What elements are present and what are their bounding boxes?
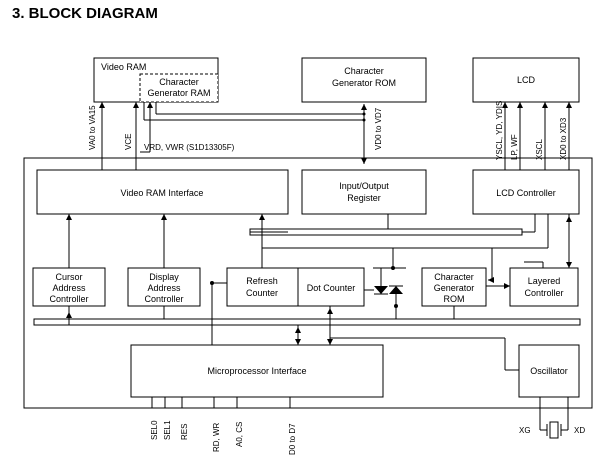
video-ram-block: Video RAM Character Generator RAM [93, 57, 219, 103]
sig-vrd-vwr: VRD, VWR (S1D13305F) [144, 143, 235, 152]
layered-controller-block: Layered Controller [509, 267, 579, 307]
cg-rom-int-label-2: Generator [434, 283, 475, 293]
sig-rd-wr: RD, WR [212, 422, 221, 452]
sig-xscl: XSCL [535, 139, 544, 160]
io-register-block: Input/Output Register [301, 169, 427, 215]
display-address-controller-block: Display Address Controller [127, 267, 201, 307]
character-generator-rom-internal: Character Generator ROM [421, 267, 487, 307]
sig-yscl: YSCL, YD, YDIS [495, 101, 504, 160]
oscillator-block: Oscillator [518, 344, 580, 398]
lcd-controller-label: LCD Controller [496, 188, 556, 198]
io-register-label-2: Register [347, 193, 381, 203]
page-title: 3. BLOCK DIAGRAM [12, 5, 158, 22]
cursor-label-2: Address [52, 283, 86, 293]
layered-label-2: Controller [524, 288, 563, 298]
display-label-3: Controller [144, 294, 183, 304]
cursor-label-3: Controller [49, 294, 88, 304]
sig-res: RES [180, 424, 189, 440]
cg-rom-ext-label-1: Character [344, 66, 384, 76]
sig-xd-pin: XD [574, 426, 585, 435]
sig-vd: VD0 to VD7 [374, 107, 383, 150]
sig-vce: VCE [124, 134, 133, 150]
internal-bus-upper [249, 228, 523, 236]
microprocessor-interface-block: Microprocessor Interface [130, 344, 384, 398]
cursor-address-controller-block: Cursor Address Controller [32, 267, 106, 307]
sig-xg: XG [519, 426, 531, 435]
display-label-1: Display [149, 272, 179, 282]
oscillator-label: Oscillator [530, 366, 568, 376]
refresh-label-2: Counter [246, 288, 278, 298]
sig-lp-wf: LP, WF [510, 134, 519, 160]
cg-rom-ext-label-2: Generator ROM [332, 78, 396, 88]
layered-label-1: Layered [528, 276, 561, 286]
signal-labels: VA0 to VA15 VCE VRD, VWR (S1D13305F) VD0… [88, 101, 585, 455]
cg-ram-label-2: Generator RAM [147, 88, 210, 98]
dot-counter-block: Dot Counter [297, 267, 365, 307]
video-ram-interface-block: Video RAM Interface [36, 169, 289, 215]
cg-rom-int-label-1: Character [434, 272, 474, 282]
lcd-block: LCD [472, 57, 580, 103]
cg-ram-label-1: Character [159, 77, 199, 87]
internal-bus-lower [33, 318, 581, 326]
cg-rom-int-label-3: ROM [444, 294, 465, 304]
sig-sel1: SEL1 [163, 420, 172, 440]
mpu-interface-label: Microprocessor Interface [207, 366, 306, 376]
sig-sel0: SEL0 [150, 420, 159, 440]
dot-counter-label: Dot Counter [307, 283, 356, 293]
sig-d0-d7: D0 to D7 [288, 423, 297, 455]
vram-interface-label: Video RAM Interface [121, 188, 204, 198]
lcd-label: LCD [517, 75, 536, 85]
character-generator-rom-external: Character Generator ROM [301, 57, 427, 103]
refresh-counter-block: Refresh Counter [226, 267, 299, 307]
cursor-label-1: Cursor [55, 272, 82, 282]
sig-a0-cs: A0, CS [235, 422, 244, 447]
sig-xd: XD0 to XD3 [559, 117, 568, 160]
display-label-2: Address [147, 283, 181, 293]
sig-va: VA0 to VA15 [88, 105, 97, 150]
video-ram-label: Video RAM [101, 62, 146, 72]
refresh-label-1: Refresh [246, 276, 278, 286]
io-register-label-1: Input/Output [339, 181, 389, 191]
lcd-controller-block: LCD Controller [472, 169, 580, 215]
junction-dots [362, 112, 398, 308]
connection-lines [66, 102, 572, 439]
